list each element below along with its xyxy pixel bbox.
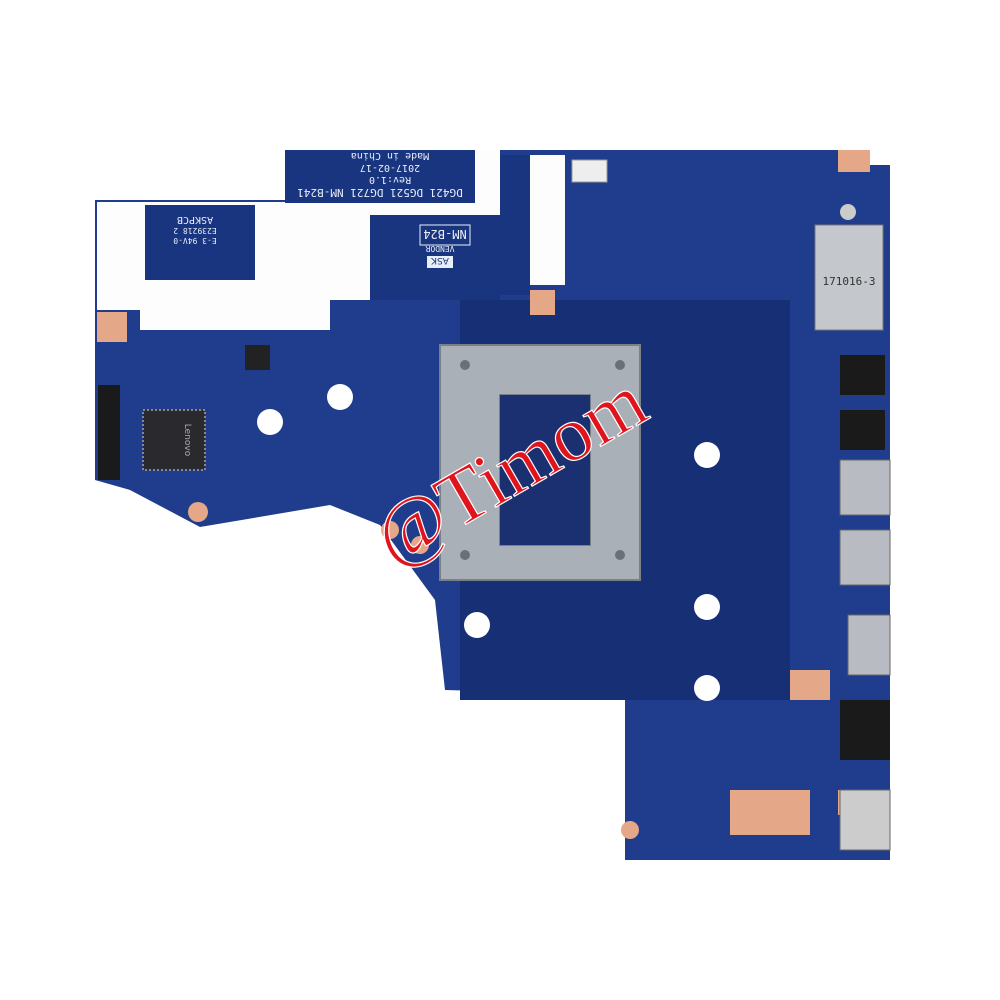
trace-strip (500, 155, 530, 295)
bracket-screws (460, 360, 625, 560)
sata-connector (98, 385, 120, 480)
vendor-text: ASK (430, 255, 449, 265)
model-text: DG421 DG521 DG721 NM-B241 (297, 186, 463, 199)
pcb-code: E239218 2 (173, 226, 217, 235)
vendor-label: VENDOR (425, 244, 454, 253)
cpu-socket-area (500, 395, 590, 545)
ec-chip (142, 409, 206, 471)
chip-brand: Lenovo (182, 424, 192, 457)
pcb-rating: E-3 94V-0 (173, 236, 217, 245)
rev-text: Rev:1.0 (369, 174, 411, 185)
date-text: 2017-02-17 (360, 162, 420, 173)
power-jack (839, 789, 891, 851)
pcb-maker: ASKPCB (177, 214, 213, 225)
usb-port-1 (839, 459, 891, 516)
ethernet-port (840, 700, 890, 760)
origin-text: Made in China (351, 150, 429, 161)
usb-port-2 (839, 529, 891, 586)
mounting-holes (257, 204, 856, 701)
copper-pads (97, 150, 870, 839)
card-reader-label: 171016-3 (823, 275, 876, 288)
card-reader (814, 224, 884, 331)
board-id-text: NM-B24 (423, 227, 466, 241)
audio-jack (840, 355, 885, 395)
connector (571, 159, 608, 183)
pcb-label-block (145, 205, 255, 280)
chip (245, 345, 270, 370)
label-area (285, 150, 475, 203)
audio-jack-2 (840, 410, 885, 450)
hdmi-port (847, 614, 891, 676)
